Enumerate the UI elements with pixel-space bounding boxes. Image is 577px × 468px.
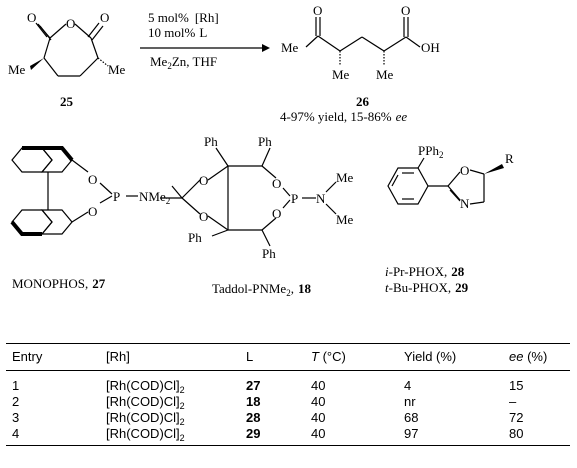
row-entry: 2 bbox=[12, 394, 20, 409]
monophos-label: MONOPHOS,27 bbox=[12, 276, 106, 291]
row-entry: 4 bbox=[12, 426, 20, 441]
header-ee: ee (%) bbox=[509, 349, 547, 364]
reactant-number: 25 bbox=[60, 94, 74, 109]
row-rh: [Rh(COD)Cl]2 bbox=[106, 394, 185, 411]
taddol-n: N bbox=[316, 191, 326, 206]
phox-structure bbox=[387, 157, 504, 205]
row-rh: [Rh(COD)Cl]2 bbox=[106, 426, 185, 443]
header-ee-italic: ee bbox=[509, 349, 524, 364]
product-o-acid: O bbox=[401, 3, 410, 18]
product-26-structure bbox=[305, 17, 421, 66]
row-ee: 72 bbox=[509, 410, 524, 425]
row-rh: [Rh(COD)Cl]2 bbox=[106, 378, 185, 395]
table-top-rule bbox=[6, 343, 570, 344]
reactant-o-ring: O bbox=[66, 16, 75, 31]
row-l: 27 bbox=[246, 378, 261, 393]
taddol-18-structure bbox=[160, 147, 337, 247]
conditions-below: Me2Zn, THF bbox=[150, 54, 217, 71]
header-t-unit: (°C) bbox=[318, 349, 346, 364]
phox-n: N bbox=[460, 196, 470, 211]
conditions-line1: 5 mol%[Rh] bbox=[148, 10, 219, 25]
taddol-ph-3: Ph bbox=[188, 230, 202, 245]
taddol-ph-4: Ph bbox=[262, 246, 276, 261]
row-l: 29 bbox=[246, 426, 261, 441]
row-entry: 3 bbox=[12, 410, 20, 425]
header-ee-unit: (%) bbox=[523, 349, 548, 364]
product-me-a: Me bbox=[332, 67, 350, 82]
monophos-o-top: O bbox=[88, 172, 97, 187]
row-l: 28 bbox=[246, 410, 261, 425]
phox-label-29: t-Bu-PHOX,29 bbox=[385, 280, 469, 295]
header-yield: Yield (%) bbox=[404, 349, 457, 364]
row-t: 40 bbox=[311, 394, 326, 409]
header-t-italic: T bbox=[311, 349, 319, 364]
product-o-ketone: O bbox=[313, 3, 322, 18]
row-yield: 97 bbox=[404, 426, 419, 441]
phox-label-28: i-Pr-PHOX,28 bbox=[385, 264, 465, 279]
reactant-me-left: Me bbox=[8, 62, 26, 77]
row-ee: – bbox=[509, 394, 517, 409]
row-entry: 1 bbox=[12, 378, 20, 393]
row-rh-sub: 2 bbox=[179, 385, 185, 395]
table-header-rule bbox=[6, 370, 570, 371]
row-t: 40 bbox=[311, 426, 326, 441]
product-me-ketone: Me bbox=[281, 40, 299, 55]
reactant-o-left: O bbox=[27, 10, 36, 25]
taddol-o-4: O bbox=[272, 206, 281, 221]
taddol-o-3: O bbox=[272, 176, 281, 191]
monophos-nme2: NMe2 bbox=[139, 189, 170, 206]
row-yield: nr bbox=[404, 394, 416, 409]
header-t: T (°C) bbox=[311, 349, 346, 364]
taddol-me-1: Me bbox=[336, 170, 354, 185]
reactant-me-right: Me bbox=[108, 62, 126, 77]
taddol-me-2: Me bbox=[336, 212, 354, 227]
taddol-ph-2: Ph bbox=[258, 134, 272, 149]
reactant-o-right: O bbox=[100, 10, 109, 25]
product-yield: 4-97% yield, 15-86%ee bbox=[280, 109, 407, 124]
phox-r: R bbox=[505, 151, 514, 166]
row-rh-sub: 2 bbox=[179, 417, 185, 427]
taddol-label: Taddol-PNMe2,18 bbox=[212, 281, 311, 298]
phox-o: O bbox=[460, 163, 469, 178]
row-rh-sub: 2 bbox=[179, 401, 185, 411]
row-rh-text: [Rh(COD)Cl] bbox=[106, 426, 180, 441]
product-oh: OH bbox=[421, 40, 440, 55]
row-yield: 4 bbox=[404, 378, 412, 393]
phox-pph2: PPh2 bbox=[418, 143, 443, 160]
taddol-p: P bbox=[291, 191, 298, 206]
row-rh-text: [Rh(COD)Cl] bbox=[106, 378, 180, 393]
monophos-27-structure bbox=[10, 146, 138, 236]
monophos-p: P bbox=[113, 189, 120, 204]
taddol-o-1: O bbox=[199, 173, 208, 188]
monophos-o-bottom: O bbox=[88, 204, 97, 219]
row-l: 18 bbox=[246, 394, 261, 409]
header-entry: Entry bbox=[12, 349, 43, 364]
header-l: L bbox=[246, 349, 254, 364]
product-number: 26 bbox=[356, 94, 370, 109]
taddol-ph-1: Ph bbox=[204, 134, 218, 149]
conditions-line2: 10 mol%L bbox=[148, 25, 207, 40]
reaction-scheme: O O O Me Me 25 5 mol%[Rh] 10 mol%L Me2Zn… bbox=[8, 3, 514, 298]
row-rh-text: [Rh(COD)Cl] bbox=[106, 394, 180, 409]
header-rh: [Rh] bbox=[106, 349, 130, 364]
row-rh-sub: 2 bbox=[179, 433, 185, 443]
product-me-b: Me bbox=[376, 67, 394, 82]
table-bottom-rule bbox=[6, 445, 570, 446]
row-t: 40 bbox=[311, 378, 326, 393]
row-rh: [Rh(COD)Cl]2 bbox=[106, 410, 185, 427]
row-yield: 68 bbox=[404, 410, 419, 425]
row-rh-text: [Rh(COD)Cl] bbox=[106, 410, 180, 425]
taddol-o-2: O bbox=[199, 209, 208, 224]
row-t: 40 bbox=[311, 410, 326, 425]
reactant-25-structure bbox=[30, 22, 109, 77]
row-ee: 80 bbox=[509, 426, 524, 441]
row-ee: 15 bbox=[509, 378, 524, 393]
